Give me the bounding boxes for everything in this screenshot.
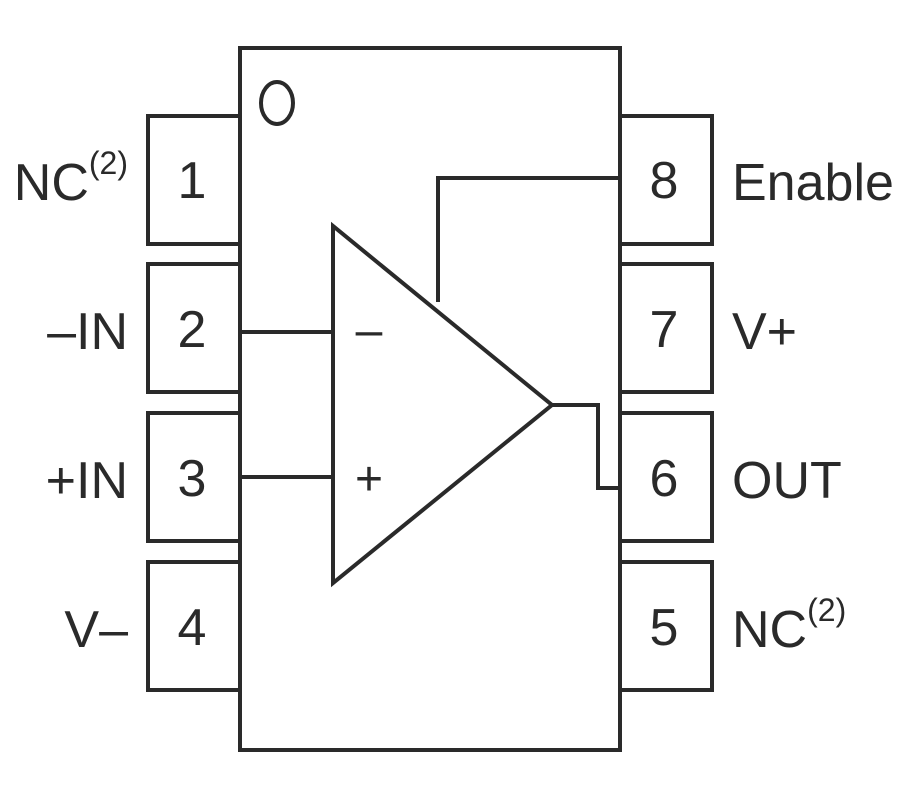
- pin-1-number: 1: [178, 152, 207, 210]
- package-body: [238, 46, 622, 752]
- pin-6-label: OUT: [732, 452, 842, 510]
- pin-1-label-superscript: (2): [89, 145, 128, 181]
- op-amp-triangle: [331, 221, 556, 588]
- pin-4-label: V–: [64, 601, 128, 659]
- pin-5-label-superscript: (2): [807, 592, 846, 628]
- pin-1-label: NC(2): [14, 145, 128, 212]
- pin-3-label: +IN: [46, 452, 128, 510]
- noninverting-input-sign: +: [355, 453, 383, 506]
- pin-4-number: 4: [178, 599, 207, 657]
- output-wire: [552, 403, 620, 490]
- pin-7-label: V+: [732, 303, 797, 361]
- right-pins: [618, 114, 714, 692]
- pin-8-number: 8: [650, 152, 679, 210]
- pin-3-box: [146, 411, 242, 543]
- inverting-input-sign: –: [356, 304, 383, 357]
- pin-6-box: [618, 411, 714, 543]
- left-pins: [146, 114, 242, 692]
- pin-2-number: 2: [178, 301, 207, 359]
- pin-1-box: [146, 114, 242, 246]
- pin-5-box: [618, 560, 714, 692]
- pin-5-label: NC(2): [732, 592, 846, 659]
- pin-8-box: [618, 114, 714, 246]
- pin-1-label-text: NC: [14, 154, 89, 212]
- pin-8-label: Enable: [732, 154, 894, 212]
- pin-3-number: 3: [178, 450, 207, 508]
- pin-2-box: [146, 262, 242, 394]
- pin-4-box: [146, 560, 242, 692]
- pin-5-number: 5: [650, 599, 679, 657]
- pin1-indicator-icon: [259, 80, 295, 126]
- pin-2-label: –IN: [47, 303, 128, 361]
- enable-wire: [436, 176, 620, 302]
- pin-6-number: 6: [650, 450, 679, 508]
- pin-7-number: 7: [650, 301, 679, 359]
- pin-7-box: [618, 262, 714, 394]
- pin-5-label-text: NC: [732, 601, 807, 659]
